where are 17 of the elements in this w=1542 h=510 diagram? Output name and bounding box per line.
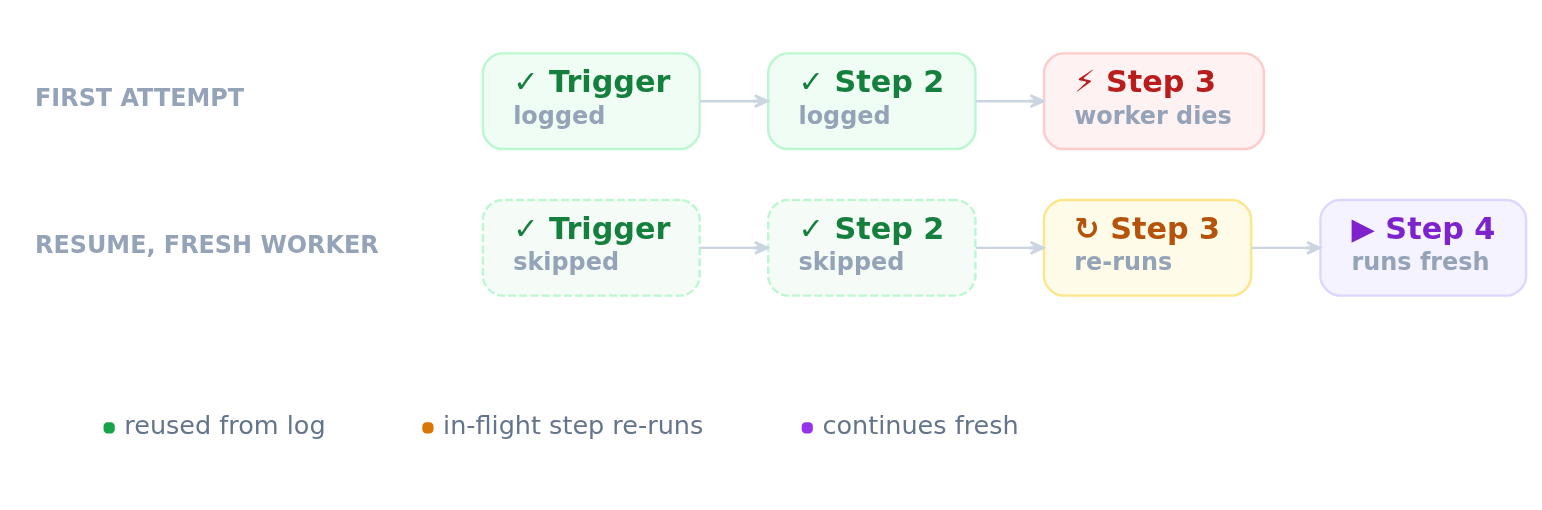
- node-box: ✓ Trigger skipped: [481, 198, 701, 297]
- arrow: [975, 94, 1045, 109]
- arrow: [975, 240, 1045, 255]
- node-box: ▶ Step 4 runs fresh: [1319, 198, 1528, 297]
- node-box: ↻ Step 3 re-runs: [1042, 198, 1253, 297]
- legend-label: in-flight step re-runs: [443, 409, 704, 440]
- legend-label: reused from log: [124, 409, 326, 440]
- arrow: [1251, 240, 1322, 255]
- arrow: [699, 94, 769, 109]
- node-box: ⚡ Step 3 worker dies: [1042, 52, 1266, 151]
- label: FIRST ATTEMPT: [35, 83, 245, 112]
- label: RESUME, FRESH WORKER: [35, 230, 379, 259]
- node-box: ✓ Trigger logged: [481, 52, 701, 151]
- legend-label: continues fresh: [822, 409, 1019, 440]
- node-box: ✓ Step 2 logged: [767, 52, 977, 151]
- node-box: ✓ Step 2 skipped: [767, 198, 977, 297]
- arrow: [699, 240, 769, 255]
